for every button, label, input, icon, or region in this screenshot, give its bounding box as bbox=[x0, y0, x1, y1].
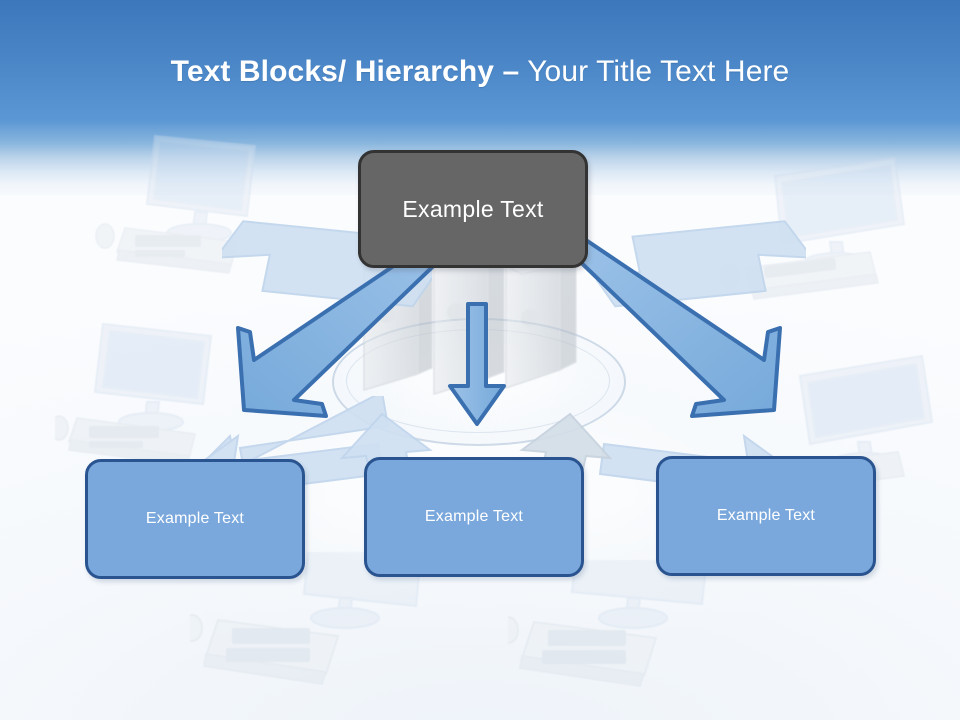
workstation-bottom-left-illustration bbox=[190, 552, 420, 712]
child-node-3[interactable]: Example Text bbox=[656, 456, 876, 576]
arrow-root-to-child-1 bbox=[228, 228, 448, 418]
workstation-mid-left-illustration bbox=[55, 318, 255, 468]
child-node-1[interactable]: Example Text bbox=[85, 459, 305, 579]
arrow-root-to-child-2 bbox=[446, 300, 508, 428]
page-title: Text Blocks/ Hierarchy – Your Title Text… bbox=[0, 52, 960, 92]
root-node[interactable]: Example Text bbox=[358, 150, 588, 268]
workstation-bottom-center-illustration bbox=[508, 560, 738, 720]
child-node-2[interactable]: Example Text bbox=[364, 457, 584, 577]
page-title-light-part: Your Title Text Here bbox=[519, 55, 790, 88]
workstation-top-left-illustration bbox=[95, 132, 285, 282]
workstation-top-right-illustration bbox=[720, 152, 930, 302]
arrow-root-to-child-3 bbox=[570, 228, 790, 418]
page-title-bold-part: Text Blocks/ Hierarchy – bbox=[170, 55, 520, 88]
